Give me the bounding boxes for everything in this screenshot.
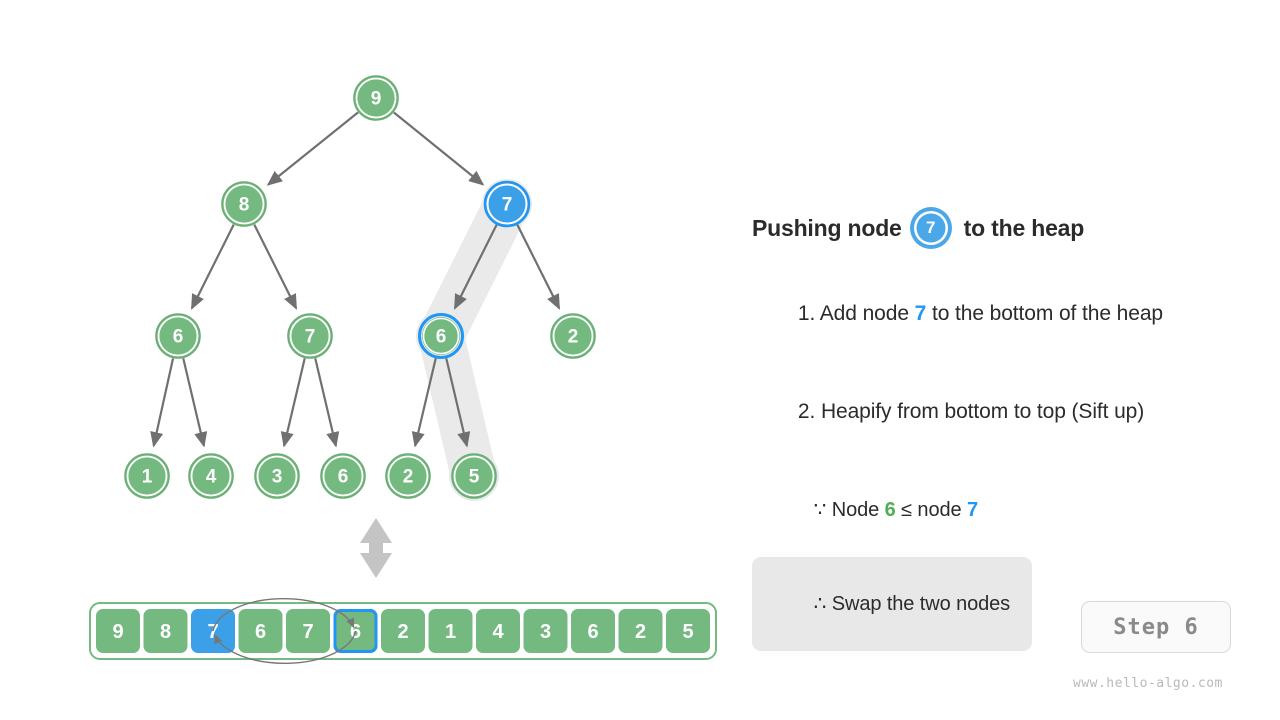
tree-node[interactable]: 8 — [221, 181, 267, 227]
array-cell-label: 9 — [112, 621, 123, 643]
tree-node-label: 3 — [272, 467, 283, 488]
tree-node-label: 1 — [142, 467, 153, 488]
step-2-text: 2. Heapify from bottom to top (Sift up) — [797, 400, 1145, 423]
array-cell-label: 7 — [207, 621, 218, 643]
array-cell-label: 5 — [682, 621, 693, 643]
reason-mid: ≤ node — [895, 499, 967, 521]
tree-node-label: 7 — [305, 327, 316, 348]
tree-node[interactable]: 9 — [353, 75, 399, 121]
array-cell[interactable]: 2 — [381, 609, 425, 653]
reason-pre: Node — [826, 499, 885, 521]
tree-edges — [150, 111, 561, 448]
array-cell[interactable]: 9 — [96, 609, 140, 653]
tree-nodes: 9 8 7 6 7 6 2 1 4 3 6 2 5 — [124, 75, 596, 499]
reason-value-a: 6 — [884, 499, 896, 521]
array-cell[interactable]: 1 — [428, 609, 473, 653]
page-title: Pushing node 7 to the heap — [752, 206, 1252, 250]
step-badge: Step 6 — [1081, 601, 1231, 653]
array-cell[interactable]: 5 — [666, 609, 710, 653]
tree-node[interactable]: 7 — [483, 180, 531, 228]
tree-node[interactable]: 2 — [385, 453, 431, 499]
step-item-1: 1. Add node 7 to the bottom of the heap — [752, 278, 1252, 350]
array-cell[interactable]: 8 — [143, 609, 188, 653]
step-list: 1. Add node 7 to the bottom of the heap … — [752, 278, 1252, 651]
explanation-panel: Pushing node 7 to the heap 1. Add node 7… — [752, 206, 1252, 651]
tree-node[interactable]: 6 — [320, 453, 366, 499]
array-cell-label: 4 — [492, 621, 504, 643]
tree-node-label: 6 — [338, 467, 349, 488]
array-cell[interactable]: 4 — [476, 609, 520, 653]
tree-node-label: 2 — [403, 467, 414, 488]
tree-node-label: 9 — [371, 89, 382, 110]
array-cell-label: 6 — [587, 621, 598, 643]
tree-node[interactable]: 7 — [287, 313, 333, 359]
array-cell[interactable]: 6 — [571, 609, 615, 653]
because-symbol: ∵ — [813, 499, 827, 521]
array-cell-label: 7 — [302, 621, 313, 643]
watermark: www.hello-algo.com — [1073, 676, 1223, 691]
array-cell-label: 1 — [445, 621, 456, 643]
tree-array-link-arrow — [360, 518, 392, 578]
tree-node-label: 4 — [206, 467, 217, 488]
tree-node-label: 8 — [239, 195, 250, 216]
tree-node[interactable]: 3 — [254, 453, 300, 499]
therefore-symbol: ∴ — [813, 593, 827, 615]
tree-node-label: 7 — [502, 195, 513, 216]
conclusion-text: Swap the two nodes — [826, 593, 1011, 615]
tree-node[interactable]: 6 — [155, 313, 201, 359]
tree-node-label: 6 — [436, 327, 447, 348]
array-swap-indicator — [212, 597, 357, 665]
step-1-value: 7 — [914, 302, 927, 325]
array-cell-label: 3 — [540, 621, 551, 643]
title-node-badge: 7 — [913, 211, 948, 245]
tree-node-label: 5 — [469, 467, 480, 488]
tree-node[interactable]: 4 — [188, 453, 234, 499]
tree-node[interactable]: 2 — [550, 313, 596, 359]
step-1-prefix: 1. Add node — [797, 302, 915, 325]
tree-node[interactable]: 5 — [451, 453, 497, 499]
tree-node-label: 6 — [173, 327, 184, 348]
reason-value-b: 7 — [966, 499, 979, 521]
array-cell[interactable]: 7 — [286, 609, 330, 653]
tree-node[interactable]: 6 — [418, 313, 464, 359]
title-prefix: Pushing node — [752, 214, 902, 241]
array-cell-label: 2 — [635, 621, 646, 643]
tree-node[interactable]: 1 — [124, 453, 170, 499]
step-1-suffix: to the bottom of the heap — [926, 302, 1163, 325]
conclusion-box: ∴ Swap the two nodes — [752, 557, 1033, 651]
array-cell[interactable]: 3 — [523, 609, 568, 653]
step-item-2: 2. Heapify from bottom to top (Sift up) — [752, 376, 1252, 448]
tree-node-label: 2 — [568, 327, 579, 348]
title-suffix: to the heap — [963, 214, 1085, 241]
array-cell[interactable]: 2 — [618, 609, 663, 653]
reason-line: ∵ Node 6 ≤ node 7 — [770, 474, 1252, 545]
array-cell-label: 2 — [397, 621, 408, 643]
array-cell-label: 6 — [255, 621, 266, 643]
array-cell-label: 8 — [160, 621, 171, 643]
array-cell[interactable]: 6 — [238, 609, 283, 653]
